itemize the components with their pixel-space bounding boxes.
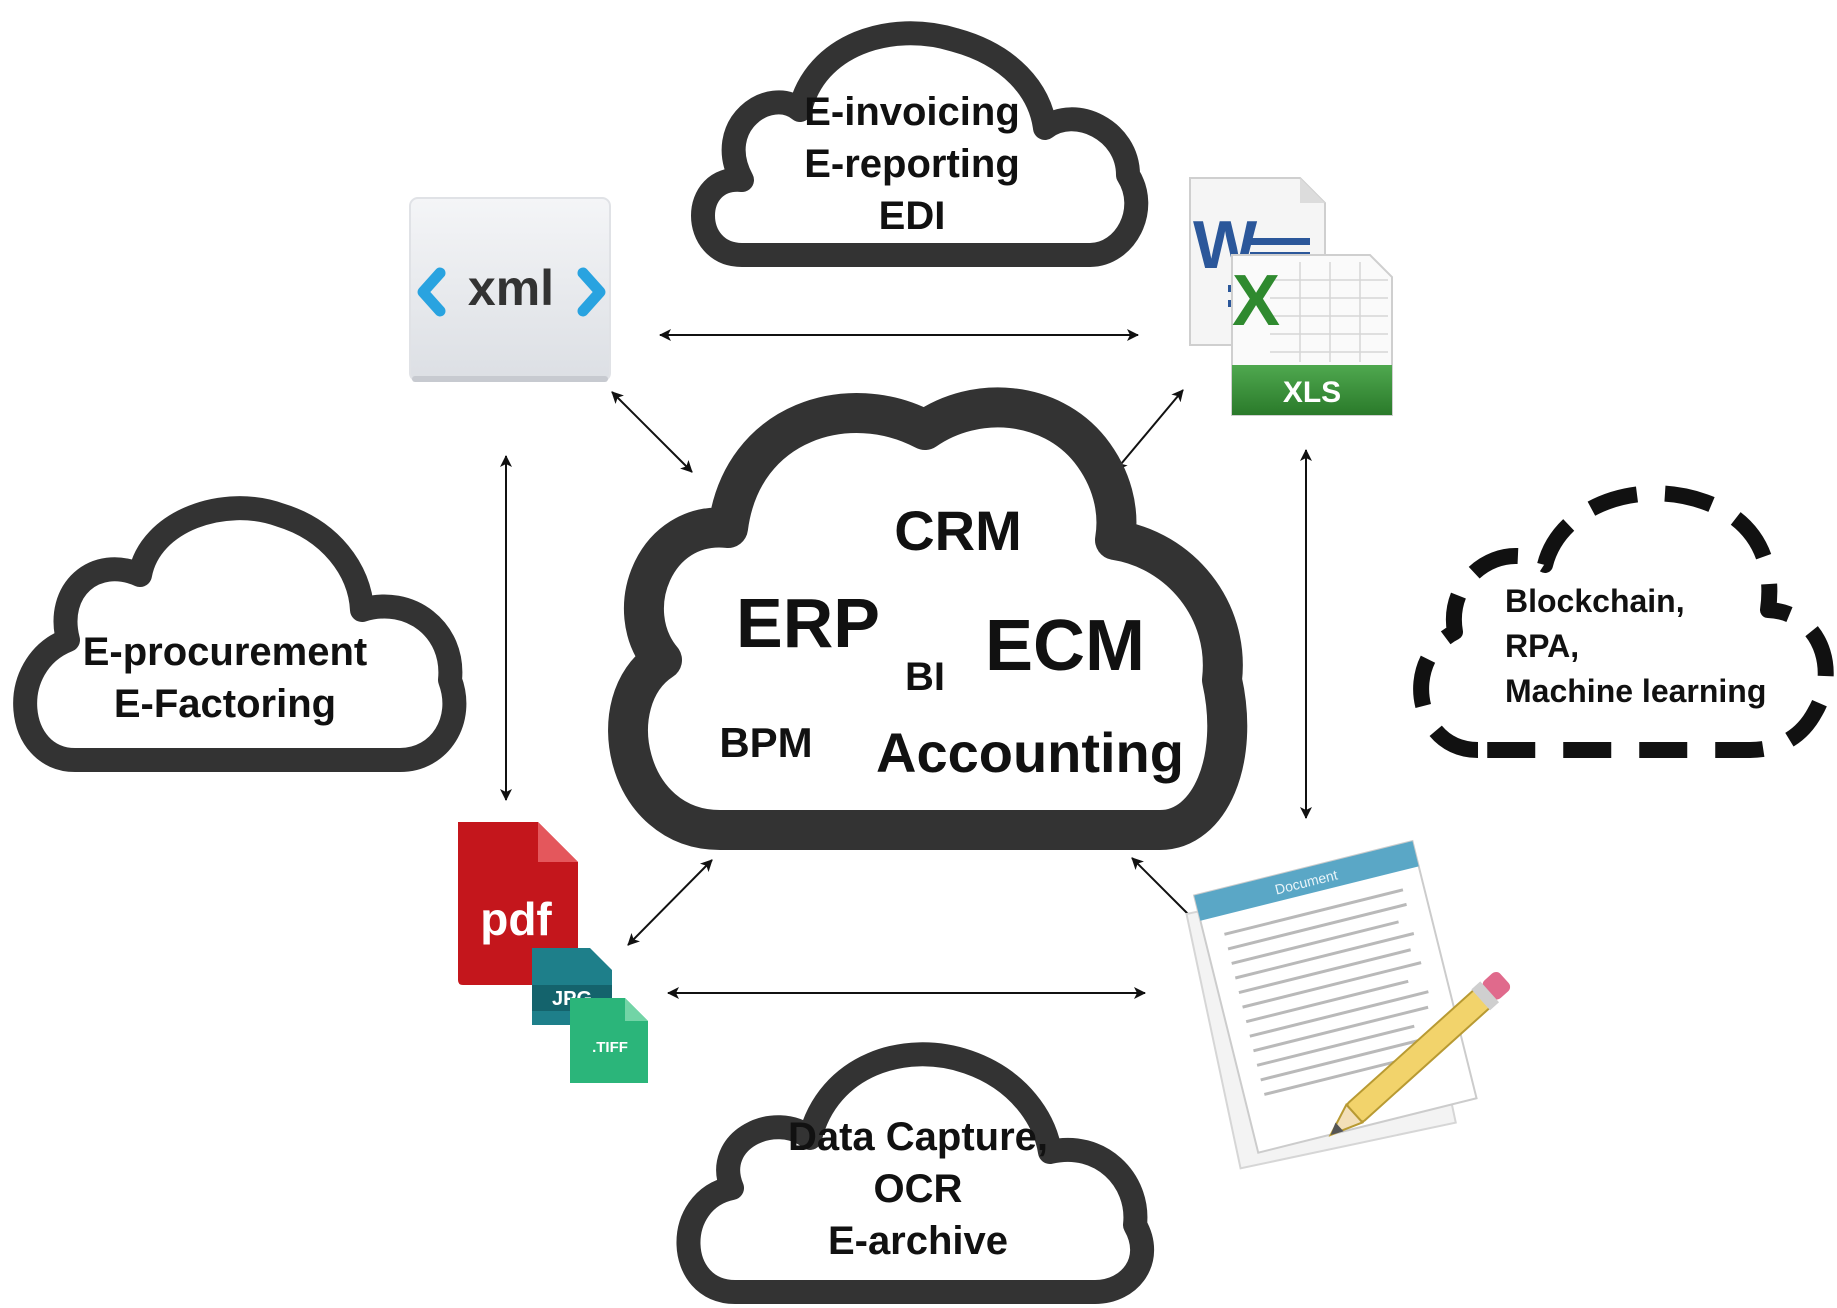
center-cloud-bi: BI [905, 655, 945, 699]
bottom-cloud-line-2: OCR [874, 1167, 963, 1211]
top-cloud-line-1: E-invoicing [804, 90, 1020, 134]
top-cloud-line-3: EDI [879, 194, 946, 238]
pdf-label: pdf [480, 893, 552, 945]
xml-left-chevron-icon [417, 267, 446, 317]
tiff-file-icon: .TIFF [570, 998, 648, 1083]
arrow-xml-center [611, 391, 693, 473]
left-cloud-line-2: E-Factoring [114, 682, 336, 726]
xml-file-icon: xml [409, 197, 611, 382]
excel-document-icon: XLS X [1231, 254, 1393, 416]
excel-label: XLS [1283, 376, 1341, 409]
center-cloud-crm: CRM [894, 499, 1022, 562]
bottom-cloud-line-3: E-archive [828, 1219, 1008, 1263]
right-cloud: Blockchain, RPA, Machine learning [1413, 485, 1834, 758]
connector-arrows [500, 329, 1312, 999]
document-pencil-icon: Document [1185, 839, 1511, 1170]
arrow-center-files [627, 859, 713, 946]
pdf-file-icon: pdf [458, 822, 578, 985]
center-cloud-ecm: ECM [985, 606, 1145, 686]
left-cloud: E-procurement E-Factoring [13, 496, 467, 772]
xml-icon-label: xml [468, 260, 554, 316]
center-cloud: CRM ERP BI ECM BPM Accounting [608, 387, 1248, 850]
bottom-cloud: Data Capture, OCR E-archive [676, 1042, 1155, 1304]
bottom-cloud-line-1: Data Capture, [788, 1115, 1048, 1159]
right-cloud-shape [1413, 485, 1834, 758]
image-pdf-files-icon: pdf JPG .TIFF [458, 822, 648, 1083]
office-files-icon: W XLS X [1189, 177, 1393, 416]
bottom-cloud-shape [676, 1042, 1155, 1304]
right-cloud-line-1: Blockchain, [1505, 583, 1685, 619]
xml-right-chevron-icon [577, 267, 606, 317]
left-cloud-shape [13, 496, 467, 772]
arrow-office-center [1115, 389, 1184, 471]
excel-letter: X [1232, 261, 1280, 341]
tiff-label: .TIFF [592, 1039, 628, 1056]
center-cloud-shape [608, 387, 1248, 850]
center-cloud-accounting: Accounting [876, 721, 1184, 784]
pencil-icon [1328, 971, 1511, 1137]
left-cloud-line-1: E-procurement [83, 630, 368, 674]
top-cloud-shape [691, 21, 1149, 267]
right-cloud-line-2: RPA, [1505, 628, 1579, 664]
center-cloud-bpm: BPM [719, 719, 812, 766]
top-cloud-line-2: E-reporting [804, 142, 1020, 186]
center-cloud-erp: ERP [736, 584, 880, 662]
top-cloud: E-invoicing E-reporting EDI [691, 21, 1149, 267]
right-cloud-line-3: Machine learning [1505, 673, 1766, 709]
